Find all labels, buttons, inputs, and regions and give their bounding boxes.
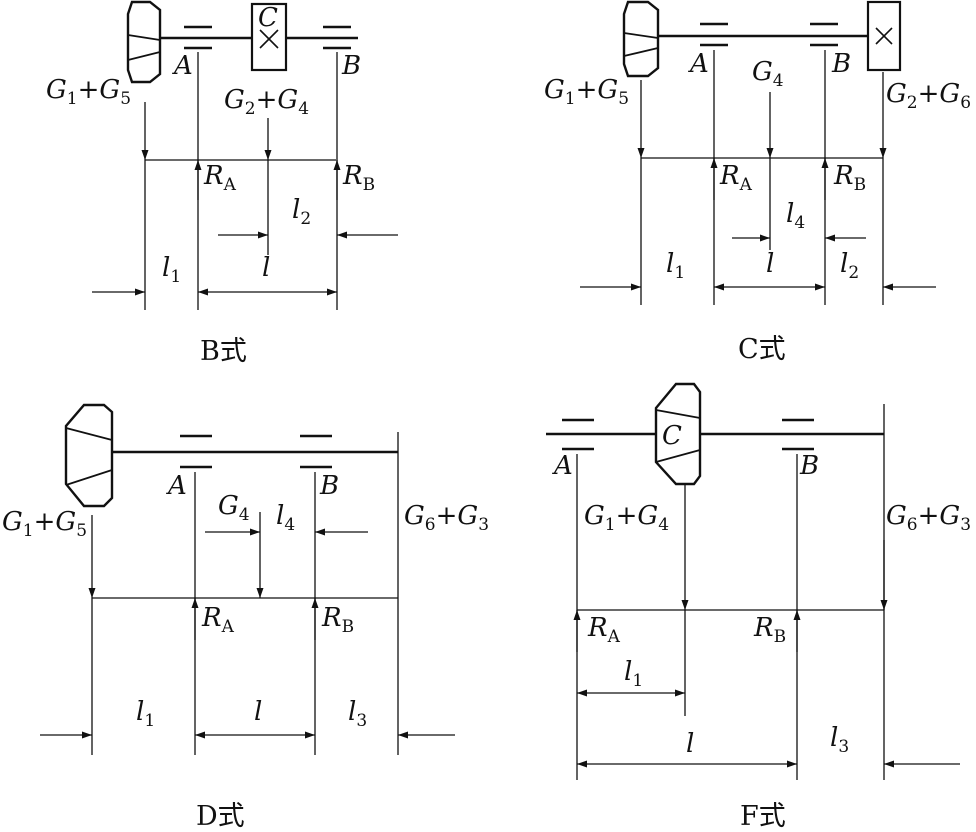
load-g4-label: G4 <box>218 491 250 525</box>
caption-f: F式 <box>740 801 786 832</box>
reaction-a-label: RA <box>587 613 621 647</box>
gear-c-icon <box>250 2 288 72</box>
gear-c-label: C <box>258 3 278 33</box>
reaction-a-label: RA <box>719 161 753 195</box>
support-a-label: A <box>552 451 573 481</box>
dim-l1-label: l1 <box>624 657 643 691</box>
load-g1g4-label: G1+G4 <box>584 501 669 535</box>
load-g1g5-label: G1+G5 <box>2 507 87 541</box>
dim-l-label: l <box>254 697 262 727</box>
caption-c: C式 <box>738 334 786 365</box>
reaction-b-label: RB <box>833 161 866 195</box>
dim-l1-label: l1 <box>136 697 155 731</box>
load-g6g3-label: G6+G3 <box>886 501 971 535</box>
support-b-label: B <box>319 471 339 501</box>
bevel-gear-icon <box>126 0 162 84</box>
bevel-gear-icon <box>64 403 114 508</box>
bearing-a-icon <box>184 25 212 50</box>
diagram-f <box>546 382 960 780</box>
diagram-c <box>580 0 936 305</box>
support-b-label: B <box>799 451 819 481</box>
dim-l-label: l <box>686 729 694 759</box>
load-g1g5-label: G1+G5 <box>46 75 131 109</box>
load-g2g4-label: G2+G4 <box>224 85 309 119</box>
dim-l2-label: l2 <box>292 195 311 229</box>
gear-box-icon <box>866 0 902 72</box>
bearing-a-icon <box>700 22 728 47</box>
support-a-label: A <box>172 51 193 81</box>
bearing-a-icon <box>562 418 594 451</box>
dim-l1-label: l1 <box>162 253 181 287</box>
dim-l3-label: l3 <box>348 697 367 731</box>
bearing-b-icon <box>300 434 332 469</box>
dim-l3-label: l3 <box>830 723 849 757</box>
support-b-label: B <box>341 51 361 81</box>
support-a-label: A <box>166 471 187 501</box>
reaction-b-label: RB <box>342 161 375 195</box>
reaction-a-label: RA <box>203 161 237 195</box>
dim-l-label: l <box>262 253 270 283</box>
bearing-a-icon <box>180 434 212 469</box>
diagram-b <box>92 0 398 310</box>
load-g6g3-label: G6+G3 <box>404 501 489 535</box>
support-b-label: B <box>831 49 851 79</box>
reaction-a-label: RA <box>201 603 235 637</box>
dim-l1-label: l1 <box>666 249 685 283</box>
bearing-b-icon <box>323 25 351 50</box>
bevel-gear-icon <box>622 0 660 78</box>
bevel-gear-icon <box>654 382 702 486</box>
support-a-label: A <box>688 49 709 79</box>
diagram-d <box>40 403 455 755</box>
caption-d: D式 <box>196 801 245 832</box>
gear-c-label: C <box>662 421 682 451</box>
caption-b: B式 <box>200 336 247 367</box>
load-g4-label: G4 <box>752 57 784 91</box>
reaction-b-label: RB <box>321 603 354 637</box>
dim-l4-label: l4 <box>786 199 805 233</box>
dim-l4-label: l4 <box>276 501 295 535</box>
bearing-b-icon <box>810 22 838 47</box>
load-g2g6-label: G2+G6 <box>886 79 971 113</box>
load-g1g5-label: G1+G5 <box>544 75 629 109</box>
bearing-b-icon <box>782 418 814 451</box>
dim-l2-label: l2 <box>840 249 859 283</box>
dim-l-label: l <box>766 249 774 279</box>
reaction-b-label: RB <box>753 613 786 647</box>
